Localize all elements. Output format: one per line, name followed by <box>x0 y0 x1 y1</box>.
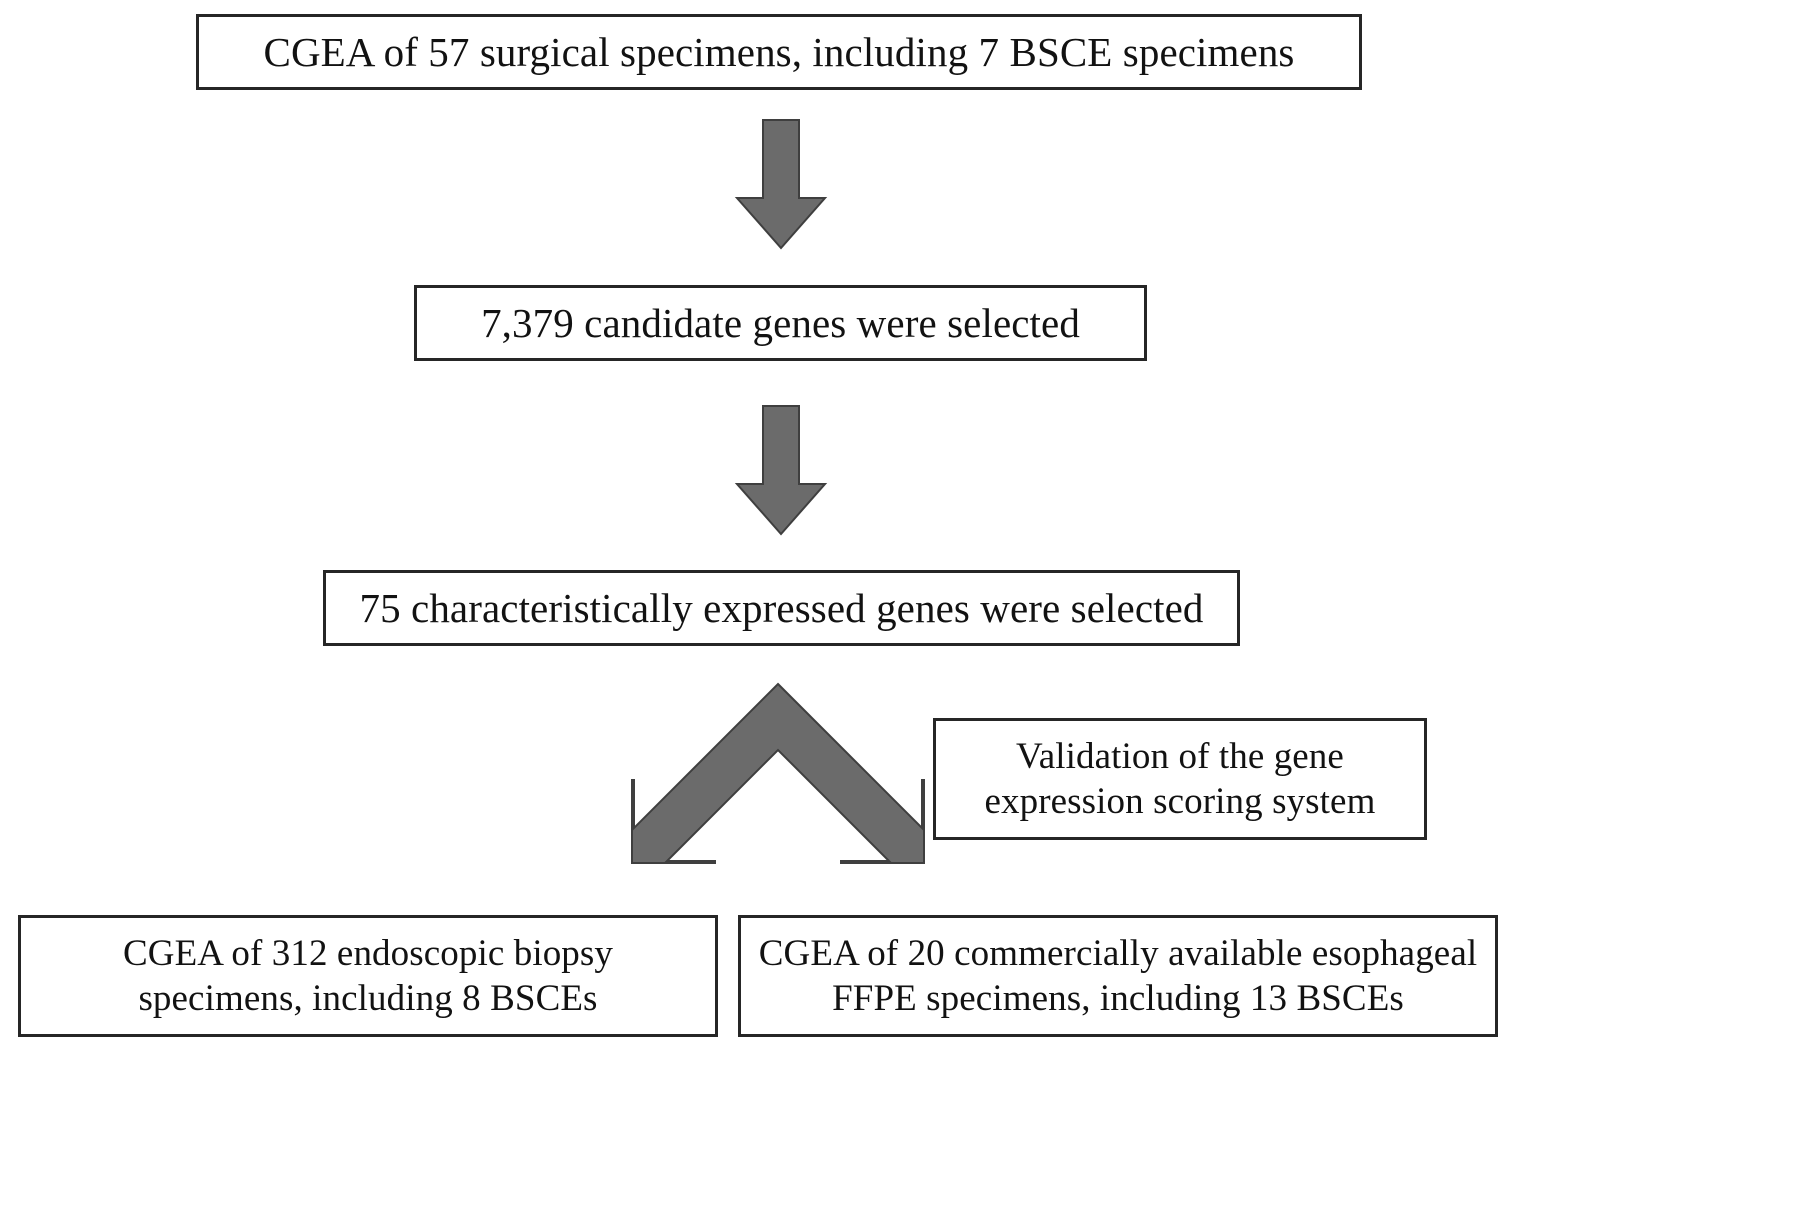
flow-box-validation-label: Validation of the gene expression scorin… <box>984 735 1376 822</box>
flow-box-candidate-genes-label: 7,379 candidate genes were selected <box>481 299 1080 346</box>
flow-box-cgea-surgical-label: CGEA of 57 surgical specimens, including… <box>263 28 1295 75</box>
flow-box-endoscopic-biopsy: CGEA of 312 endoscopic biopsy specimens,… <box>18 915 718 1037</box>
flow-box-cgea-surgical: CGEA of 57 surgical specimens, including… <box>196 14 1362 90</box>
flow-box-characteristic-genes: 75 characteristically expressed genes we… <box>323 570 1240 646</box>
flow-box-candidate-genes: 7,379 candidate genes were selected <box>414 285 1147 361</box>
flow-box-ffpe-label: CGEA of 20 commercially available esopha… <box>758 932 1478 1019</box>
flow-box-endoscopic-biopsy-label: CGEA of 312 endoscopic biopsy specimens,… <box>122 932 614 1019</box>
flow-box-ffpe: CGEA of 20 commercially available esopha… <box>738 915 1498 1037</box>
flow-box-characteristic-genes-label: 75 characteristically expressed genes we… <box>359 584 1204 631</box>
split-arrow-down-icon <box>631 682 925 864</box>
down-arrow-icon-1 <box>734 119 828 250</box>
flow-box-validation: Validation of the gene expression scorin… <box>933 718 1427 840</box>
down-arrow-icon-2 <box>734 405 828 536</box>
